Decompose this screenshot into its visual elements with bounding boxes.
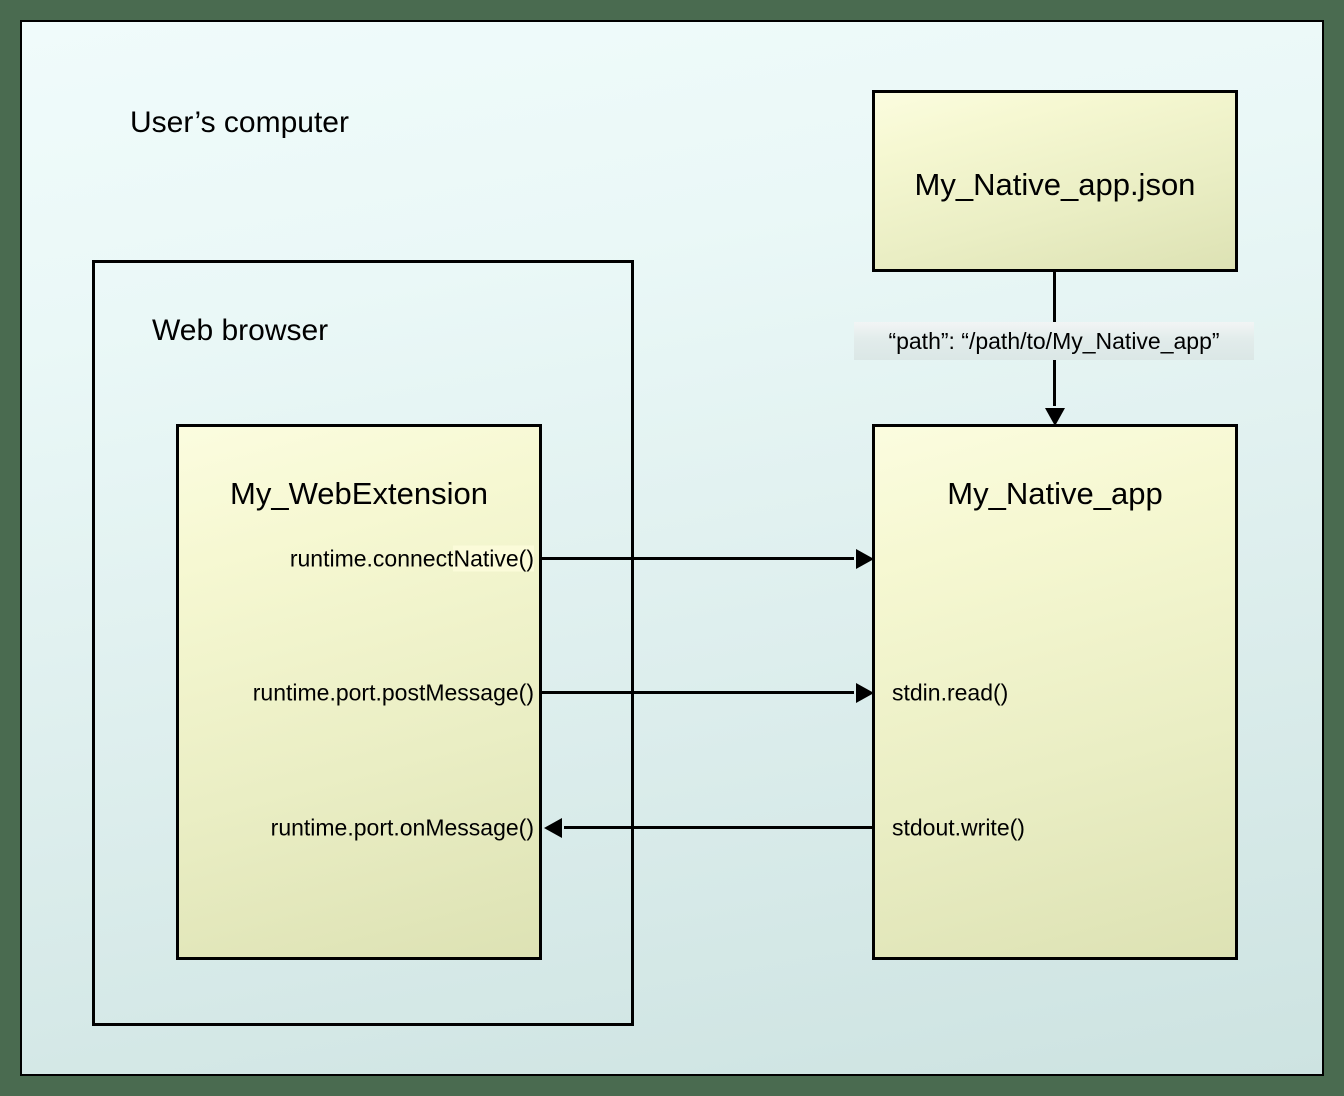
connect-native-highlight: Native() [453,545,534,572]
my-native-app-title: My_Native_app [947,476,1163,511]
native-call-stdout-write: stdout.write() [892,814,1025,841]
my-native-app-json-title: My_Native_app.json [914,167,1196,202]
extension-call-on-message: runtime.port.onMessage() [270,814,534,841]
my-webextension-box: My_WebExtension [176,424,542,960]
path-annotation-chip: “path”: “/path/to/My_Native_app” [854,322,1254,360]
my-native-app-box: My_Native_app [872,424,1238,960]
extension-call-post-message: runtime.port.postMessage() [252,679,534,706]
chip-to-native-app-arrow [1053,360,1056,406]
post-message-arrow [542,691,854,694]
diagram-canvas: User’s computer Web browser My_Native_ap… [20,20,1324,1076]
json-to-chip-line [1053,272,1056,322]
my-webextension-title: My_WebExtension [230,476,488,511]
my-native-app-json-box: My_Native_app.json [872,90,1238,272]
extension-call-connect-native: runtime.connectNative() [202,545,534,572]
users-computer-label: User’s computer [130,106,349,139]
web-browser-container [92,260,634,1026]
connect-native-prefix: runtime.connect [289,545,454,572]
native-call-stdin-read: stdin.read() [892,679,1009,706]
web-browser-label: Web browser [152,314,329,347]
connect-native-arrow [542,557,854,560]
on-message-arrow [564,826,872,829]
